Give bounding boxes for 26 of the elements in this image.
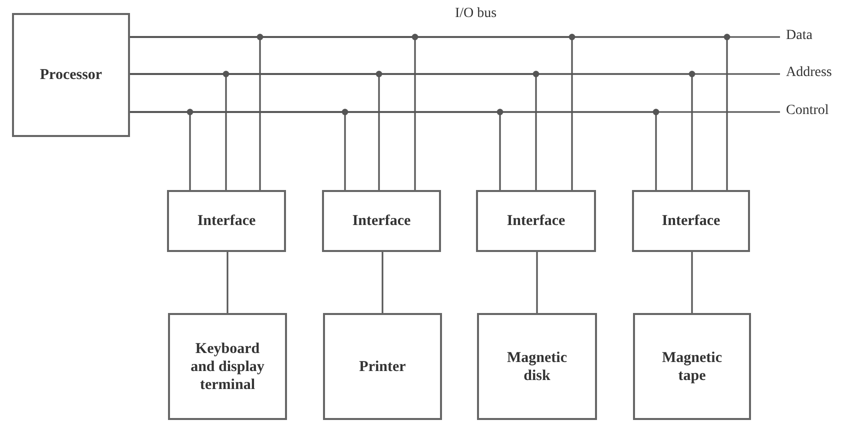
connector-line bbox=[226, 252, 228, 313]
interface-box bbox=[632, 190, 750, 252]
box-label: Interface bbox=[352, 212, 411, 230]
device-box bbox=[477, 313, 597, 420]
processor-box bbox=[12, 13, 130, 137]
interface-box bbox=[167, 190, 286, 252]
interface-box bbox=[322, 190, 441, 252]
box-label: Interface bbox=[662, 212, 720, 230]
box-label: Processor bbox=[40, 66, 102, 84]
interface-box bbox=[476, 190, 596, 252]
box-label: Magnetic tape bbox=[661, 348, 723, 384]
device-box bbox=[633, 313, 751, 420]
box-label: Interface bbox=[506, 212, 566, 230]
connector-line bbox=[382, 252, 384, 313]
bus-label: Address bbox=[786, 65, 832, 81]
box-label: Keyboard and display terminal bbox=[190, 340, 266, 394]
box-label: Printer bbox=[359, 358, 406, 376]
connector-line bbox=[536, 252, 538, 313]
bus-label: Control bbox=[786, 103, 829, 119]
device-box bbox=[168, 313, 287, 420]
box-label: Magnetic disk bbox=[506, 348, 568, 384]
box-label: Interface bbox=[197, 212, 256, 230]
bus-label: Data bbox=[786, 28, 812, 44]
device-box bbox=[323, 313, 442, 420]
connector-line bbox=[691, 252, 693, 313]
bus-title: I/O bus bbox=[455, 6, 497, 22]
